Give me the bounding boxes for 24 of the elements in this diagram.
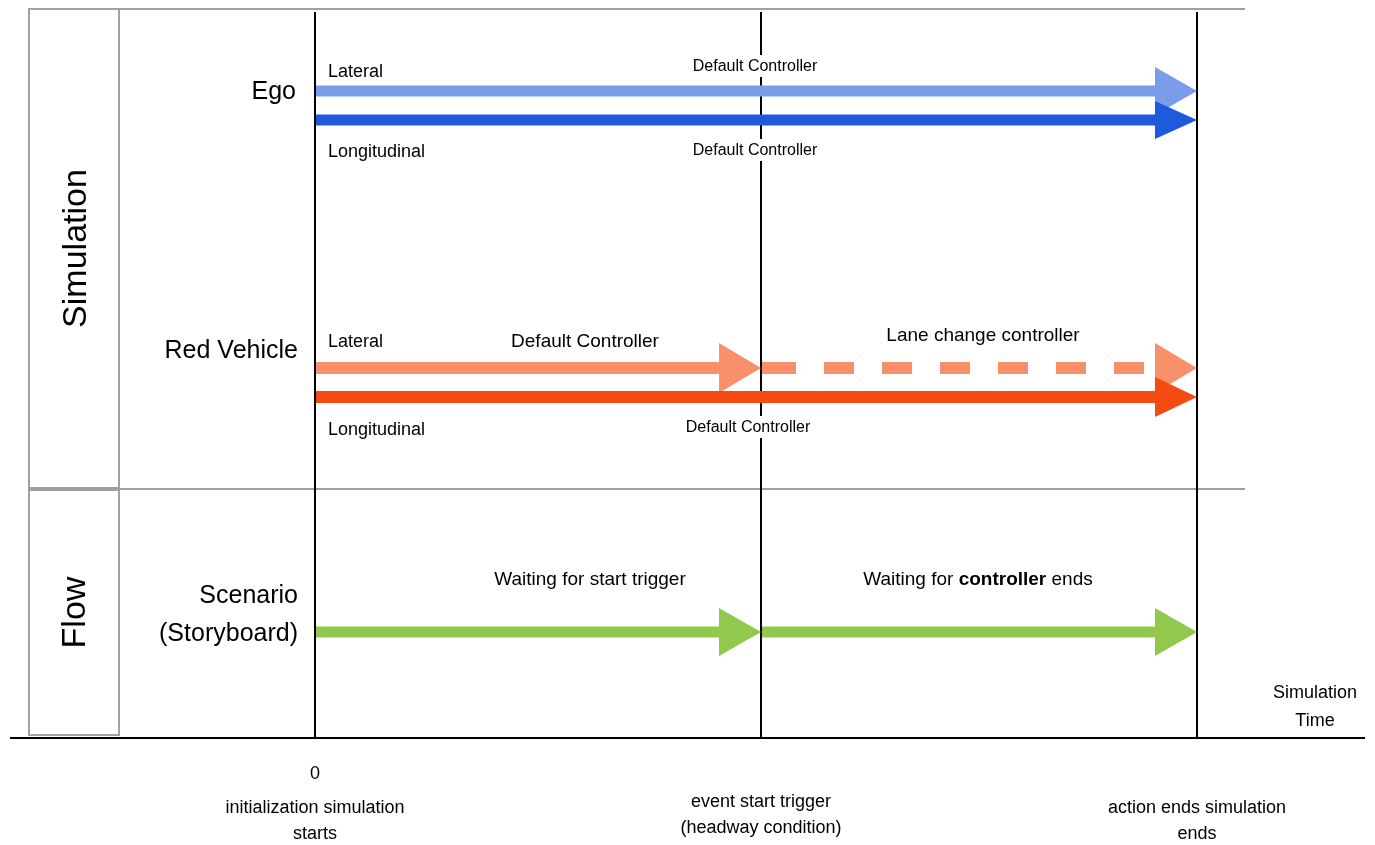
time-point-caption: 0 xyxy=(310,762,320,785)
time-point-caption: event start trigger (headway condition) xyxy=(679,790,843,839)
swimlane-band xyxy=(28,489,120,736)
time-point-caption: action ends simulation ends xyxy=(1106,796,1288,845)
timeline-arrow xyxy=(316,377,1197,417)
track-label: Longitudinal xyxy=(328,418,426,441)
lane-label: Red Vehicle xyxy=(163,334,298,365)
time-marker-line xyxy=(760,12,762,738)
timeline-arrow xyxy=(762,608,1197,656)
band-title: Simulation xyxy=(53,169,94,328)
track-label: Lateral xyxy=(328,330,384,353)
band-title: Flow xyxy=(53,576,94,649)
lane-label: Scenario (Storyboard) xyxy=(158,579,298,648)
timeline-arrow xyxy=(316,343,761,393)
time-point-caption: initialization simulation starts xyxy=(224,796,406,845)
timeline-arrow xyxy=(316,608,761,656)
time-marker-line xyxy=(1196,12,1198,738)
lane-label: Ego xyxy=(250,75,296,106)
swimlane-band xyxy=(28,8,120,489)
timeline-arrow xyxy=(316,101,1197,139)
track-label: Lateral xyxy=(328,60,384,83)
time-marker-line xyxy=(314,12,316,738)
track-label: Longitudinal xyxy=(328,140,426,163)
axis-label: Simulation Time xyxy=(1271,681,1358,732)
